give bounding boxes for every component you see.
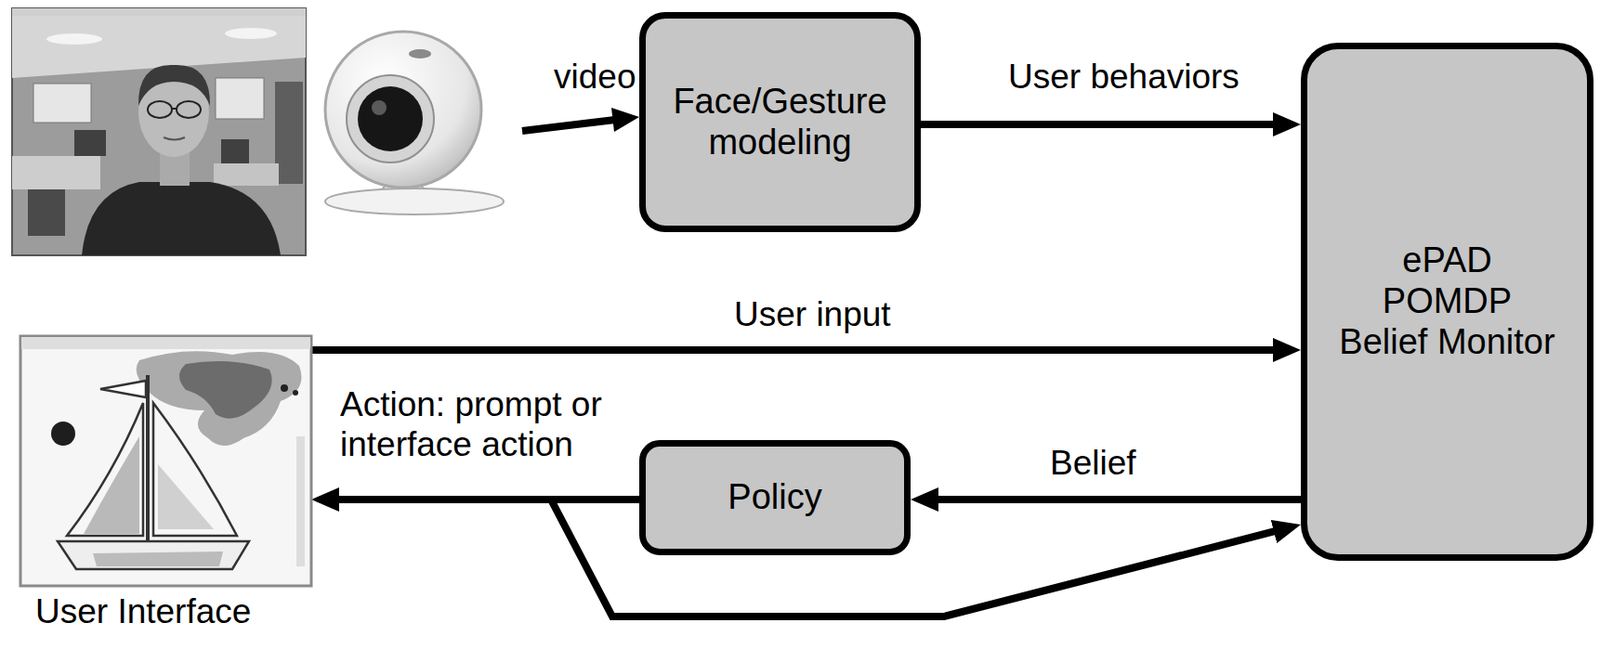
paint-blob (179, 361, 273, 420)
monitor (74, 130, 106, 157)
ui-frame (20, 336, 312, 587)
wall-window (215, 78, 264, 119)
monitor (221, 139, 250, 164)
webcam-body (325, 31, 482, 188)
video-arrow-line (522, 119, 616, 132)
sail-paint (157, 464, 214, 530)
photo-titlebar (12, 8, 306, 16)
ceiling-light (46, 33, 103, 45)
glasses-bridge (171, 107, 177, 110)
person-shirt (81, 182, 281, 256)
ceiling-light (224, 27, 277, 40)
ui-titlebar (21, 337, 311, 350)
edge-label: User behaviors (1008, 57, 1240, 98)
paint-dot (292, 390, 299, 396)
user-photo (12, 8, 306, 256)
desk (213, 163, 279, 186)
edge-label: User input (734, 295, 892, 336)
video-arrow (522, 107, 640, 132)
photo-frame (12, 8, 306, 256)
process-box: ePAD POMDP Belief Monitor (1300, 42, 1594, 562)
box-label: Face/Gesture modeling (668, 81, 892, 163)
lens-ring (346, 75, 434, 163)
connector-arrow (932, 496, 1301, 504)
ui-scrollbar (296, 436, 305, 567)
sun-dot (51, 421, 76, 446)
paint-blob (136, 351, 302, 446)
screenshot-panel: User Interface (20, 336, 312, 587)
sail-paint (83, 436, 140, 535)
panel-caption: User Interface (35, 593, 251, 632)
right-sail (153, 403, 237, 537)
process-box: Face/Gesture modeling (639, 12, 921, 233)
left-sail (66, 403, 144, 537)
wall-window (33, 83, 92, 123)
box-label: Policy (727, 477, 822, 519)
signal-label: video (553, 57, 636, 98)
webcam-base (325, 188, 504, 215)
flag (100, 380, 146, 398)
edge-label: Belief (1049, 444, 1137, 485)
box-label: ePAD POMDP Belief Monitor (1336, 240, 1559, 363)
mast (145, 375, 150, 556)
edge-label: Action: prompt or interface action (340, 385, 609, 465)
desk (12, 156, 101, 190)
hull (57, 541, 250, 570)
glasses (147, 101, 172, 119)
person-hair (138, 65, 210, 106)
connector-arrow (311, 346, 1279, 355)
process-box: Policy (639, 440, 911, 556)
paint-dot (280, 384, 289, 393)
shelf (275, 81, 303, 184)
chair (27, 189, 66, 237)
ui-screenshot (20, 336, 312, 587)
video-arrow-head (611, 107, 640, 132)
webcam-icon (325, 31, 504, 215)
glasses (176, 101, 201, 119)
mouth (163, 137, 185, 141)
hull-paint (92, 551, 223, 567)
connector-arrow (920, 120, 1279, 129)
lens (357, 86, 423, 152)
lens-glint (371, 100, 387, 116)
webcam-logo (408, 49, 432, 59)
